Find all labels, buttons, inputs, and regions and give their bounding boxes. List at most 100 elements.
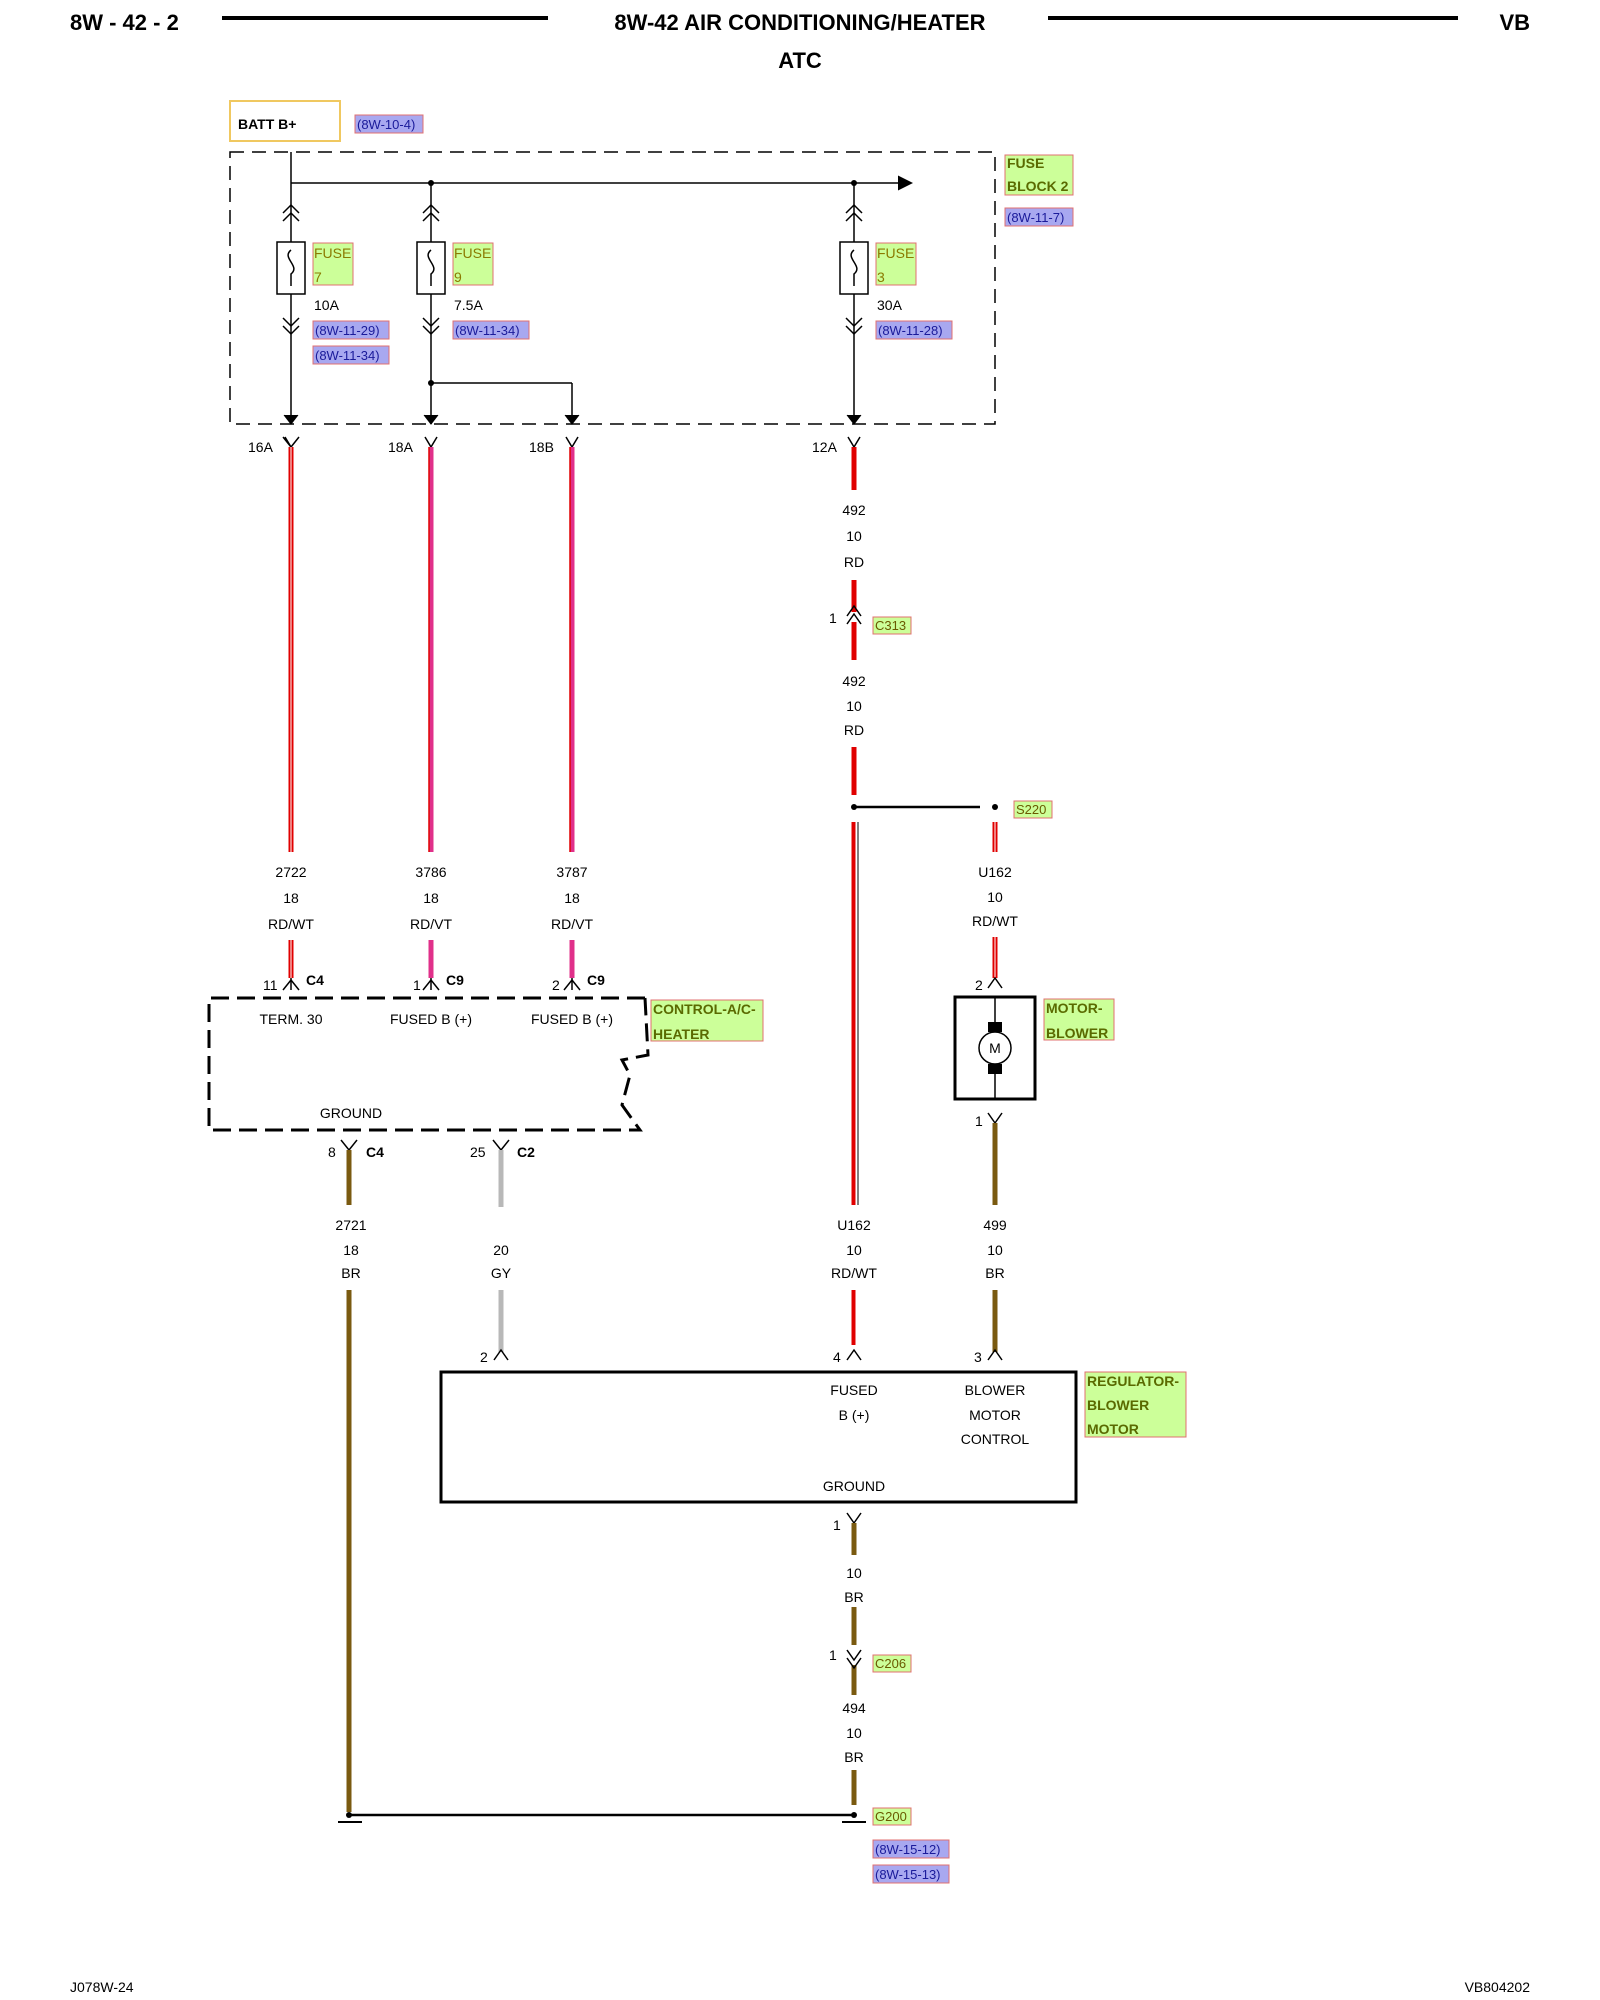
control-pin-1: 1	[413, 977, 421, 993]
wire-499-circuit: 499	[983, 1217, 1007, 1233]
regulator-pin-2: 2	[480, 1349, 488, 1365]
fuse-7-ref-2[interactable]: (8W-11-34)	[315, 348, 380, 363]
g200-ref1-highlight	[872, 1839, 950, 1859]
wire-gy-gauge: 20	[493, 1242, 509, 1258]
batt-ref[interactable]: (8W-10-4)	[357, 117, 415, 132]
model-code: VB	[1499, 10, 1530, 35]
fuse-7-label: FUSE	[314, 245, 351, 261]
fuse-9-ref-1[interactable]: (8W-11-34)	[455, 323, 520, 338]
regulator-pin-3: 3	[974, 1349, 982, 1365]
regulator-pin-connectors	[493, 1348, 1003, 1361]
regulator-blower-1: BLOWER	[965, 1382, 1026, 1398]
footer-right-code: VB804202	[1465, 1979, 1531, 1995]
wire-u162b-circuit: U162	[837, 1217, 871, 1233]
fuse-9-highlight	[452, 242, 494, 286]
control-fused2-label: FUSED B (+)	[531, 1011, 613, 1027]
cavity-connectors	[282, 436, 861, 449]
fuse-3-label: FUSE	[877, 245, 914, 261]
fuse-7-rating: 10A	[314, 297, 340, 313]
fuse-3	[839, 183, 869, 425]
motor-name-1: MOTOR-	[1046, 1000, 1103, 1016]
regulator-ground-connector	[846, 1512, 862, 1525]
wire-492-color-a: RD	[844, 554, 864, 570]
c313-pin: 1	[829, 610, 837, 626]
wire-u162-regulator[interactable]	[851, 822, 859, 1345]
wire-u162a-gauge: 10	[987, 889, 1003, 905]
c313-name[interactable]: C313	[875, 618, 906, 633]
control-pin-25: 25	[470, 1144, 486, 1160]
motor-symbol: M	[989, 1040, 1001, 1056]
wire-ground-color: BR	[844, 1589, 863, 1605]
batt-ref-highlight	[354, 114, 424, 134]
c206-name[interactable]: C206	[875, 1656, 906, 1671]
wire-494-color: BR	[844, 1749, 863, 1765]
wire-3786-gauge: 18	[423, 890, 439, 906]
fuse-9-label: FUSE	[454, 245, 491, 261]
wire-492-circuit-b: 492	[842, 673, 866, 689]
fuse-block-ref[interactable]: (8W-11-7)	[1007, 210, 1064, 225]
control-conn-c4-top: C4	[306, 972, 324, 988]
c313-connector-symbol	[846, 604, 862, 625]
regulator-blower-2: MOTOR	[969, 1407, 1021, 1423]
wire-3787-gauge: 18	[564, 890, 580, 906]
motor-icon	[978, 1031, 1012, 1065]
page-id: 8W - 42 - 2	[70, 10, 179, 35]
footer-left-code: J078W-24	[70, 1979, 134, 1995]
page-subtitle: ATC	[778, 48, 822, 73]
wire-3787[interactable]	[569, 447, 575, 978]
regulator-name-highlight	[1084, 1371, 1187, 1438]
regulator-box	[439, 1370, 1078, 1504]
regulator-name-1: REGULATOR-	[1087, 1373, 1179, 1389]
g200-name[interactable]: G200	[875, 1809, 907, 1824]
motor-bottom-connector	[987, 1112, 1003, 1125]
wire-u162a-circuit: U162	[978, 864, 1012, 880]
wire-499-color: BR	[985, 1265, 1004, 1281]
wire-494-circuit: 494	[842, 1700, 866, 1716]
fuse-block-name-1: FUSE	[1007, 155, 1044, 171]
fuse-9-number: 9	[454, 269, 462, 285]
regulator-ground-label: GROUND	[823, 1478, 885, 1494]
fuse-7-highlight	[312, 242, 354, 286]
fuse-7	[276, 183, 306, 425]
wire-492-gauge-b: 10	[846, 698, 862, 714]
fuse-9	[416, 183, 580, 425]
fuse-7-ref1-highlight	[312, 320, 390, 340]
fuse-9-ref-highlight	[452, 320, 530, 340]
fuse-3-ref-1[interactable]: (8W-11-28)	[878, 323, 943, 338]
fuse-7-ref2-highlight	[312, 345, 390, 365]
control-pin-connectors	[282, 978, 581, 991]
wire-2721-color: BR	[341, 1265, 360, 1281]
g200-ref-2[interactable]: (8W-15-13)	[875, 1867, 941, 1882]
fuse-9-rating: 7.5A	[454, 297, 483, 313]
control-conn-c9-b: C9	[587, 972, 605, 988]
c206-highlight	[872, 1654, 912, 1673]
wire-gy-color: GY	[491, 1265, 512, 1281]
cavity-16a: 16A	[248, 439, 274, 455]
fuse-7-ref-1[interactable]: (8W-11-29)	[315, 323, 380, 338]
g200-ref2-highlight	[872, 1864, 950, 1884]
wire-2722-gauge: 18	[283, 890, 299, 906]
cavity-18b: 18B	[529, 439, 554, 455]
regulator-ground-pin: 1	[833, 1517, 841, 1533]
fuse-3-rating: 30A	[877, 297, 903, 313]
wire-2722-color: RD/WT	[268, 916, 314, 932]
control-pin-2: 2	[552, 977, 560, 993]
c206-connector-symbol	[846, 1649, 862, 1670]
s220-name[interactable]: S220	[1016, 802, 1046, 817]
fuse-block-name-2: BLOCK 2	[1007, 178, 1069, 194]
regulator-fused-2: B (+)	[839, 1407, 870, 1423]
wire-3786[interactable]	[428, 447, 434, 978]
wire-2722-circuit: 2722	[275, 864, 306, 880]
wire-u162a-color: RD/WT	[972, 913, 1018, 929]
motor-brush-top	[988, 1022, 1002, 1032]
control-name-1: CONTROL-A/C-	[653, 1001, 756, 1017]
c206-pin: 1	[829, 1647, 837, 1663]
wire-2721-circuit: 2721	[335, 1217, 366, 1233]
motor-brush-bottom	[988, 1064, 1002, 1074]
motor-name-2: BLOWER	[1046, 1025, 1108, 1041]
control-conn-c4-bottom: C4	[366, 1144, 384, 1160]
g200-node-right	[851, 1812, 857, 1818]
regulator-blower-3: CONTROL	[961, 1431, 1030, 1447]
g200-ref-1[interactable]: (8W-15-12)	[875, 1842, 941, 1857]
